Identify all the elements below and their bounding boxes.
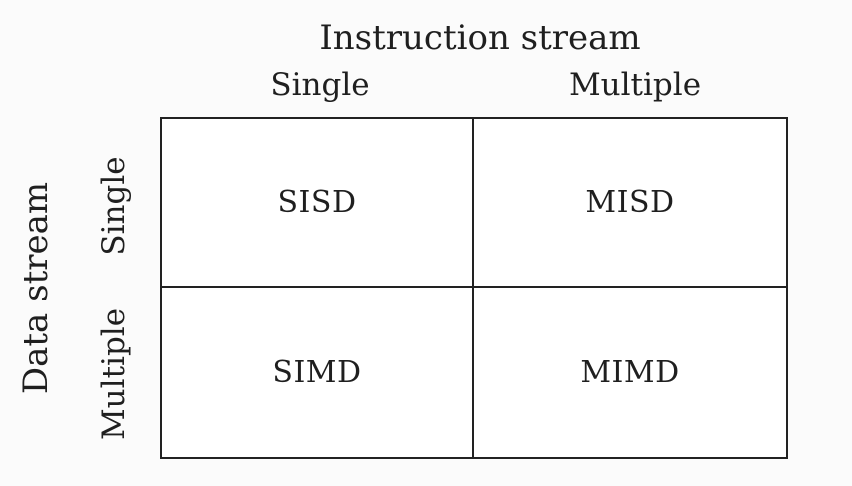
- cell-misd: MISD: [474, 119, 786, 288]
- cell-mimd: MIMD: [580, 355, 680, 390]
- instruction-stream-title: Instruction stream: [319, 18, 641, 58]
- data-stream-title: Data stream: [16, 181, 56, 395]
- flynn-taxonomy-grid: SISD MISD SIMD MIMD: [160, 117, 788, 459]
- instruction-single-label: Single: [270, 67, 370, 103]
- data-multiple-label: Multiple: [96, 307, 132, 441]
- cell-sisd: SISD: [162, 119, 474, 288]
- data-single-label: Single: [96, 156, 132, 256]
- cell-simd: SIMD: [162, 288, 474, 457]
- instruction-multiple-label: Multiple: [568, 67, 702, 103]
